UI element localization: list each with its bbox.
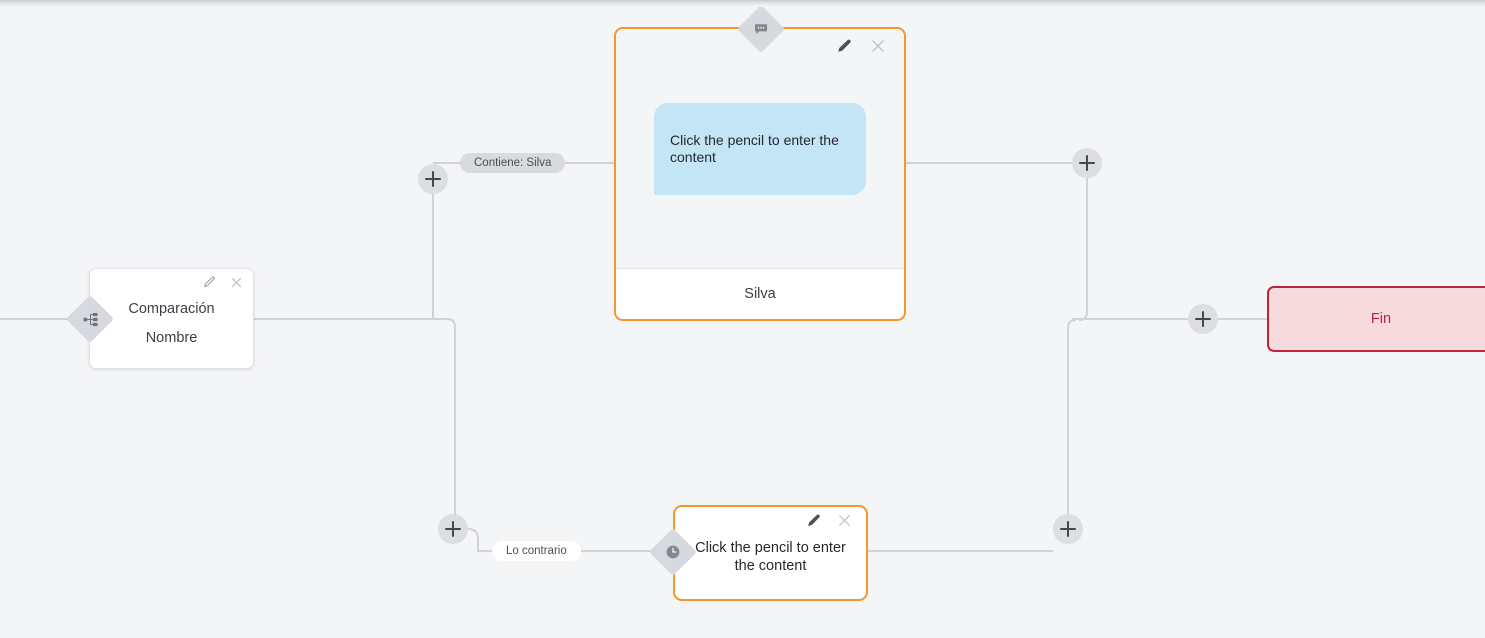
edge-comparison-out [254,318,456,522]
close-icon[interactable] [837,513,852,528]
message-bottom-text: Click the pencil to enter the content [695,540,846,574]
comparison-title: Comparación [128,301,215,318]
message-top-footer: Silva [616,268,904,319]
pencil-icon[interactable] [203,276,216,289]
message-top-toolbar [837,38,886,54]
comparison-body: Comparación Nombre [90,269,253,368]
close-icon[interactable] [230,276,243,289]
add-step-branch-false-button[interactable] [438,514,468,544]
pencil-icon[interactable] [807,514,821,528]
edge-label-condition-false[interactable]: Lo contrario [492,541,581,561]
add-step-after-false-button[interactable] [1053,514,1083,544]
pencil-icon[interactable] [837,39,852,54]
chat-bubble-icon-badge [736,4,786,54]
edge-bottom-up [1067,319,1077,514]
edge-label-condition-true[interactable]: Contiene: Silva [460,153,566,173]
message-bubble-area: Click the pencil to enter the content [616,29,904,269]
edge-top-down [1078,178,1088,321]
clock-icon [664,543,682,561]
chat-bubble-icon [752,20,770,38]
message-bubble: Click the pencil to enter the content [654,103,866,195]
comparison-subtitle: Nombre [145,330,198,346]
clock-icon-badge [648,527,698,577]
add-step-after-true-button[interactable] [1072,148,1102,178]
node-message-bottom[interactable]: Click the pencil to enter the content [673,505,868,601]
message-bottom-toolbar [807,513,852,528]
add-step-branch-true-button[interactable] [418,164,448,194]
comparison-toolbar [203,276,243,289]
node-message-top[interactable]: Click the pencil to enter the content Si… [614,27,906,321]
close-icon[interactable] [870,38,886,54]
node-end[interactable]: Fin [1267,286,1485,352]
node-comparison[interactable]: Comparación Nombre [89,268,254,369]
branch-icon [81,310,99,328]
branch-icon-badge [65,294,115,344]
edge-false-to-label [467,528,676,552]
end-label: Fin [1370,311,1392,327]
add-step-before-end-button[interactable] [1188,304,1218,334]
